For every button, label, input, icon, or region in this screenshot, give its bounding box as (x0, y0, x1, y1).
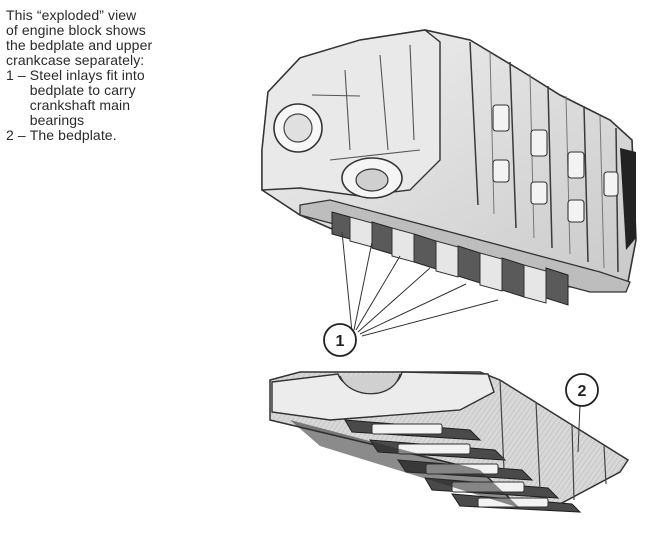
caption-item-2: 2 – The bedplate. (6, 128, 241, 143)
caption-item-line: Steel inlays fit into (29, 67, 145, 83)
caption-item-1: 1 – Steel inlays fit into bedplate to ca… (6, 68, 241, 128)
callout-1-label: 1 (336, 333, 345, 350)
bedplate (269, 371, 630, 513)
caption-item-body: Steel inlays fit into bedplate to carry … (30, 68, 145, 128)
upper-crankcase (261, 29, 637, 306)
caption-item-line: bearings (29, 112, 85, 128)
caption-item-line: The bedplate. (29, 127, 117, 143)
caption-intro-line: the bedplate and upper (6, 37, 153, 53)
callout-1-leaders (341, 231, 499, 337)
caption-item-body: The bedplate. (30, 128, 117, 143)
callout-1-marker: 1 (323, 323, 357, 357)
caption-item-number: 1 – (6, 67, 30, 83)
caption-item-number: 2 – (6, 127, 30, 143)
callout-2-marker: 2 (565, 373, 599, 407)
callout-2-label: 2 (578, 383, 587, 400)
caption-text: This “exploded” view of engine block sho… (6, 8, 241, 143)
callout-2-leader (577, 404, 581, 453)
caption-item-line: bedplate to carry (29, 82, 136, 98)
caption-intro-line: of engine block shows (6, 22, 146, 38)
caption-intro-line: This “exploded” view (6, 7, 137, 23)
caption-intro-line: crankcase separately: (6, 52, 145, 68)
caption-item-line: crankshaft main (29, 97, 131, 113)
